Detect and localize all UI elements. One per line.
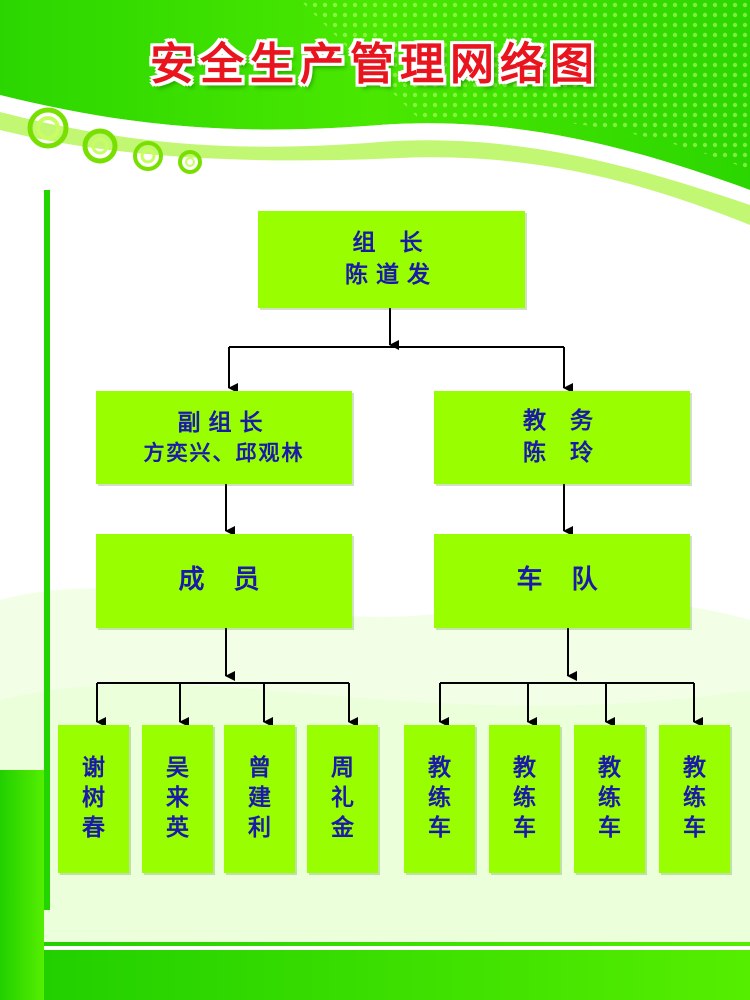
page-title: 安全生产管理网络图 [150,39,600,90]
node-member-3: 曾建利 [224,725,295,873]
node-members: 成 员 [96,534,352,628]
node-academic-role: 教 务 [522,408,601,435]
node-academic: 教 务 陈 玲 [434,391,690,484]
node-member-4-name: 周礼金 [331,755,354,841]
node-member-2: 吴来英 [142,725,213,873]
node-leader-name: 陈道发 [345,261,438,288]
node-leader-role: 组 长 [352,230,431,257]
node-coach-3-name: 教练车 [598,755,621,841]
node-member-4: 周礼金 [307,725,378,873]
node-deputy-name: 方奕兴、邱观林 [143,440,305,465]
node-coach-1: 教练车 [404,725,475,873]
node-coach-2: 教练车 [489,725,560,873]
node-academic-name: 陈 玲 [522,439,601,466]
node-member-1: 谢树春 [58,725,129,873]
node-coach-2-name: 教练车 [513,755,536,841]
node-fleet-label: 车 队 [516,565,608,596]
node-coach-4: 教练车 [659,725,730,873]
node-member-3-name: 曾建利 [248,755,271,841]
node-deputy-role: 副组长 [177,409,271,436]
node-member-2-name: 吴来英 [166,755,189,841]
node-deputy: 副组长 方奕兴、邱观林 [96,391,352,484]
node-member-1-name: 谢树春 [82,755,105,841]
node-members-label: 成 员 [178,565,270,596]
node-fleet: 车 队 [434,534,690,628]
node-leader: 组 长 陈道发 [258,211,525,308]
node-coach-3: 教练车 [574,725,645,873]
node-coach-4-name: 教练车 [683,755,706,841]
node-coach-1-name: 教练车 [428,755,451,841]
